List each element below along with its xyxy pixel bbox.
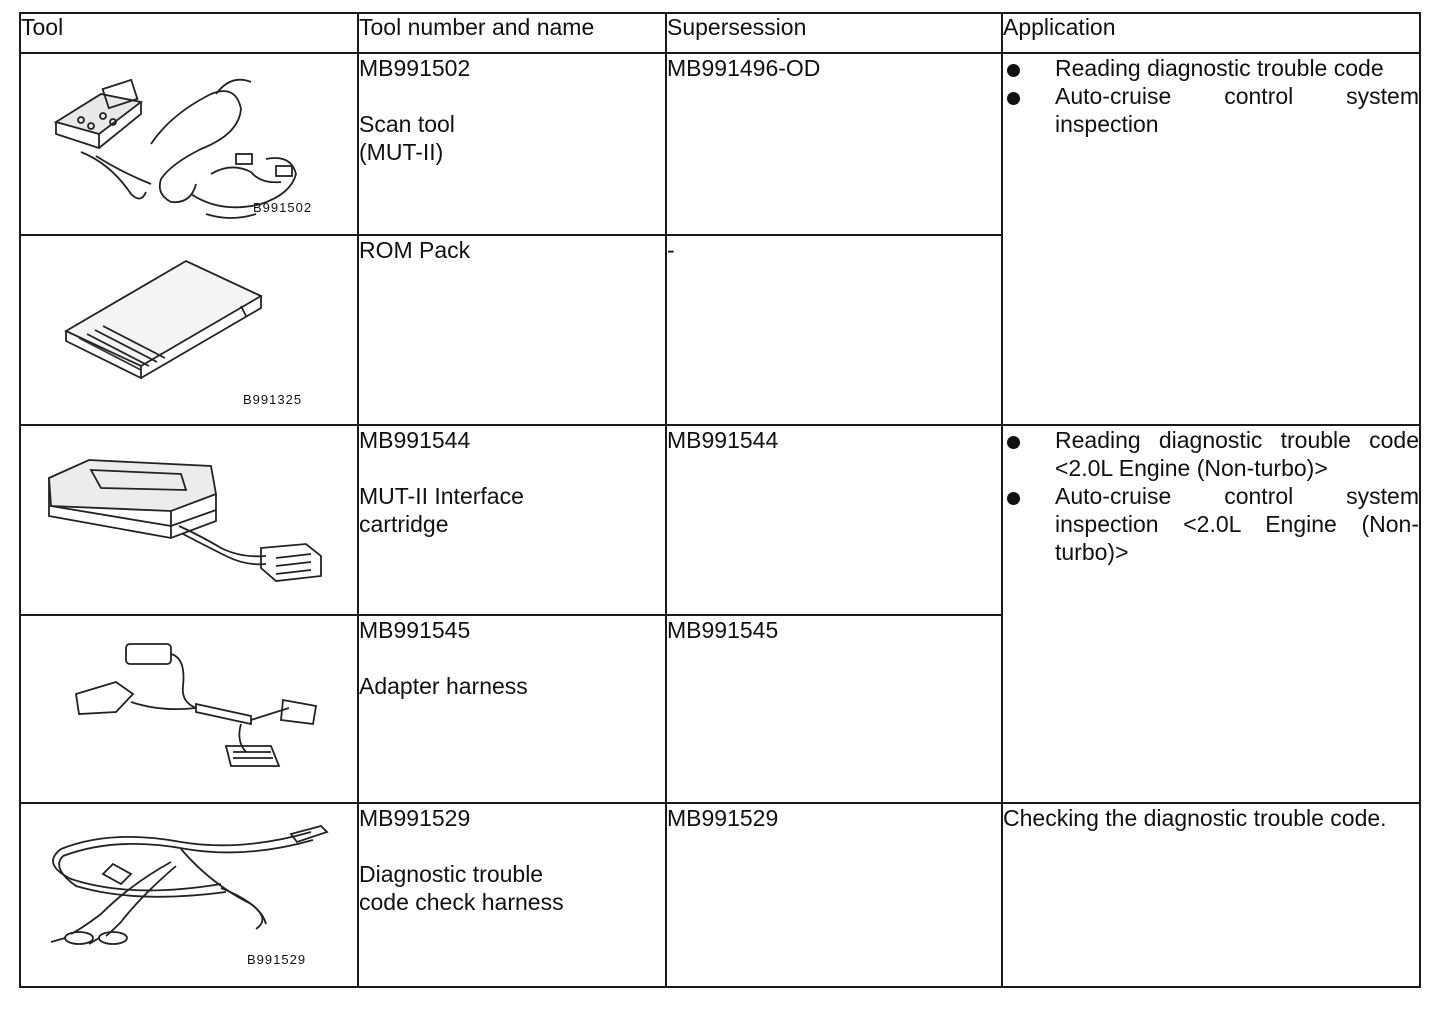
supersession-cell: - <box>665 234 1003 426</box>
list-item: Auto-cruise control system inspection <2… <box>1003 482 1419 566</box>
header-supersession: Supersession <box>665 12 1003 54</box>
tool-name-line: Scan tool <box>359 111 455 137</box>
tool-number: MB991544 <box>359 427 471 453</box>
table-row: MB991544 MUT-II Interface cartridge MB99… <box>19 424 1421 804</box>
tool-name: MUT-II Interface cartridge <box>359 482 665 538</box>
rom-pack-illustration <box>64 259 263 380</box>
tool-name-line: MUT-II Interface <box>359 483 524 509</box>
interface-cartridge-illustration <box>48 459 322 582</box>
tool-name: Scan tool (MUT-II) <box>359 110 665 166</box>
bullet-icon <box>1007 492 1020 505</box>
bullet-icon <box>1007 92 1020 105</box>
application-cell: Reading diagnostic trouble code Auto-cru… <box>1001 52 1421 426</box>
tool-image-reference: B991502 <box>253 200 313 215</box>
bullet-icon <box>1007 64 1020 77</box>
tool-number: MB991529 <box>359 805 471 831</box>
application-list: Reading diagnostic trouble code <2.0L En… <box>1003 426 1419 566</box>
table-row: B991502 MB991502 Scan tool (MUT-II) MB99… <box>19 52 1421 426</box>
tool-image-cell: B991325 <box>19 234 359 426</box>
tool-image-cell <box>19 424 359 616</box>
list-item: Reading diagnostic trouble code <2.0L En… <box>1003 426 1419 482</box>
table-row: B991325 ROM Pack - <box>19 234 1420 426</box>
tool-image-reference: B991529 <box>247 952 307 967</box>
tool-name-line: code check harness <box>359 889 564 915</box>
supersession-cell: MB991529 <box>665 802 1003 988</box>
tool-image-reference: B991325 <box>243 392 303 407</box>
special-tools-table: Tool Tool number and name Supersession A… <box>19 12 1421 988</box>
tool-name: Diagnostic trouble code check harness <box>359 860 665 916</box>
tool-number-name-cell: ROM Pack <box>357 234 667 426</box>
application-text: Auto-cruise control system inspection <2… <box>1055 483 1419 565</box>
bullet-icon <box>1007 436 1020 449</box>
header-tool: Tool <box>19 12 359 54</box>
check-harness-illustration <box>50 824 329 945</box>
tool-number: ROM Pack <box>359 237 471 263</box>
tool-image-cell: B991502 <box>19 52 359 236</box>
tool-number: MB991502 <box>359 55 471 81</box>
supersession-cell: MB991496-OD <box>665 52 1003 236</box>
tool-number-name-cell: MB991502 Scan tool (MUT-II) <box>357 52 667 236</box>
list-item: Auto-cruise control system inspection <box>1003 82 1419 138</box>
table-row: MB991545 Adapter harness MB991545 <box>19 614 1420 804</box>
tool-image-cell: B991529 <box>19 802 359 988</box>
supersession-cell: MB991544 <box>665 424 1003 616</box>
header-number-name: Tool number and name <box>357 12 667 54</box>
application-cell: Reading diagnostic trouble code <2.0L En… <box>1001 424 1421 804</box>
tool-number-name-cell: MB991529 Diagnostic trouble code check h… <box>357 802 667 988</box>
adapter-harness-illustration <box>74 643 318 767</box>
application-cell: Checking the diagnostic trouble code. <box>1001 802 1421 988</box>
application-text: Auto-cruise control system inspection <box>1055 83 1419 137</box>
tool-number-name-cell: MB991545 Adapter harness <box>357 614 667 804</box>
application-list: Reading diagnostic trouble code Auto-cru… <box>1003 54 1419 138</box>
supersession-cell: MB991545 <box>665 614 1003 804</box>
scan-tool-illustration <box>53 78 297 219</box>
tool-name-line: (MUT-II) <box>359 139 444 165</box>
tool-name-line: Diagnostic trouble <box>359 861 544 887</box>
application-text: Reading diagnostic trouble code <box>1055 55 1384 81</box>
tool-name-line: cartridge <box>359 511 449 537</box>
table-row: B991529 MB991529 Diagnostic trouble code… <box>19 802 1421 988</box>
application-text: Reading diagnostic trouble code <2.0L En… <box>1055 427 1419 481</box>
tool-number: MB991545 <box>359 617 471 643</box>
list-item: Reading diagnostic trouble code <box>1003 54 1419 82</box>
header-application: Application <box>1001 12 1421 54</box>
tool-number-name-cell: MB991544 MUT-II Interface cartridge <box>357 424 667 616</box>
header-row: Tool Tool number and name Supersession A… <box>19 12 1421 54</box>
tool-name: Adapter harness <box>359 673 528 699</box>
tool-image-cell <box>19 614 359 804</box>
